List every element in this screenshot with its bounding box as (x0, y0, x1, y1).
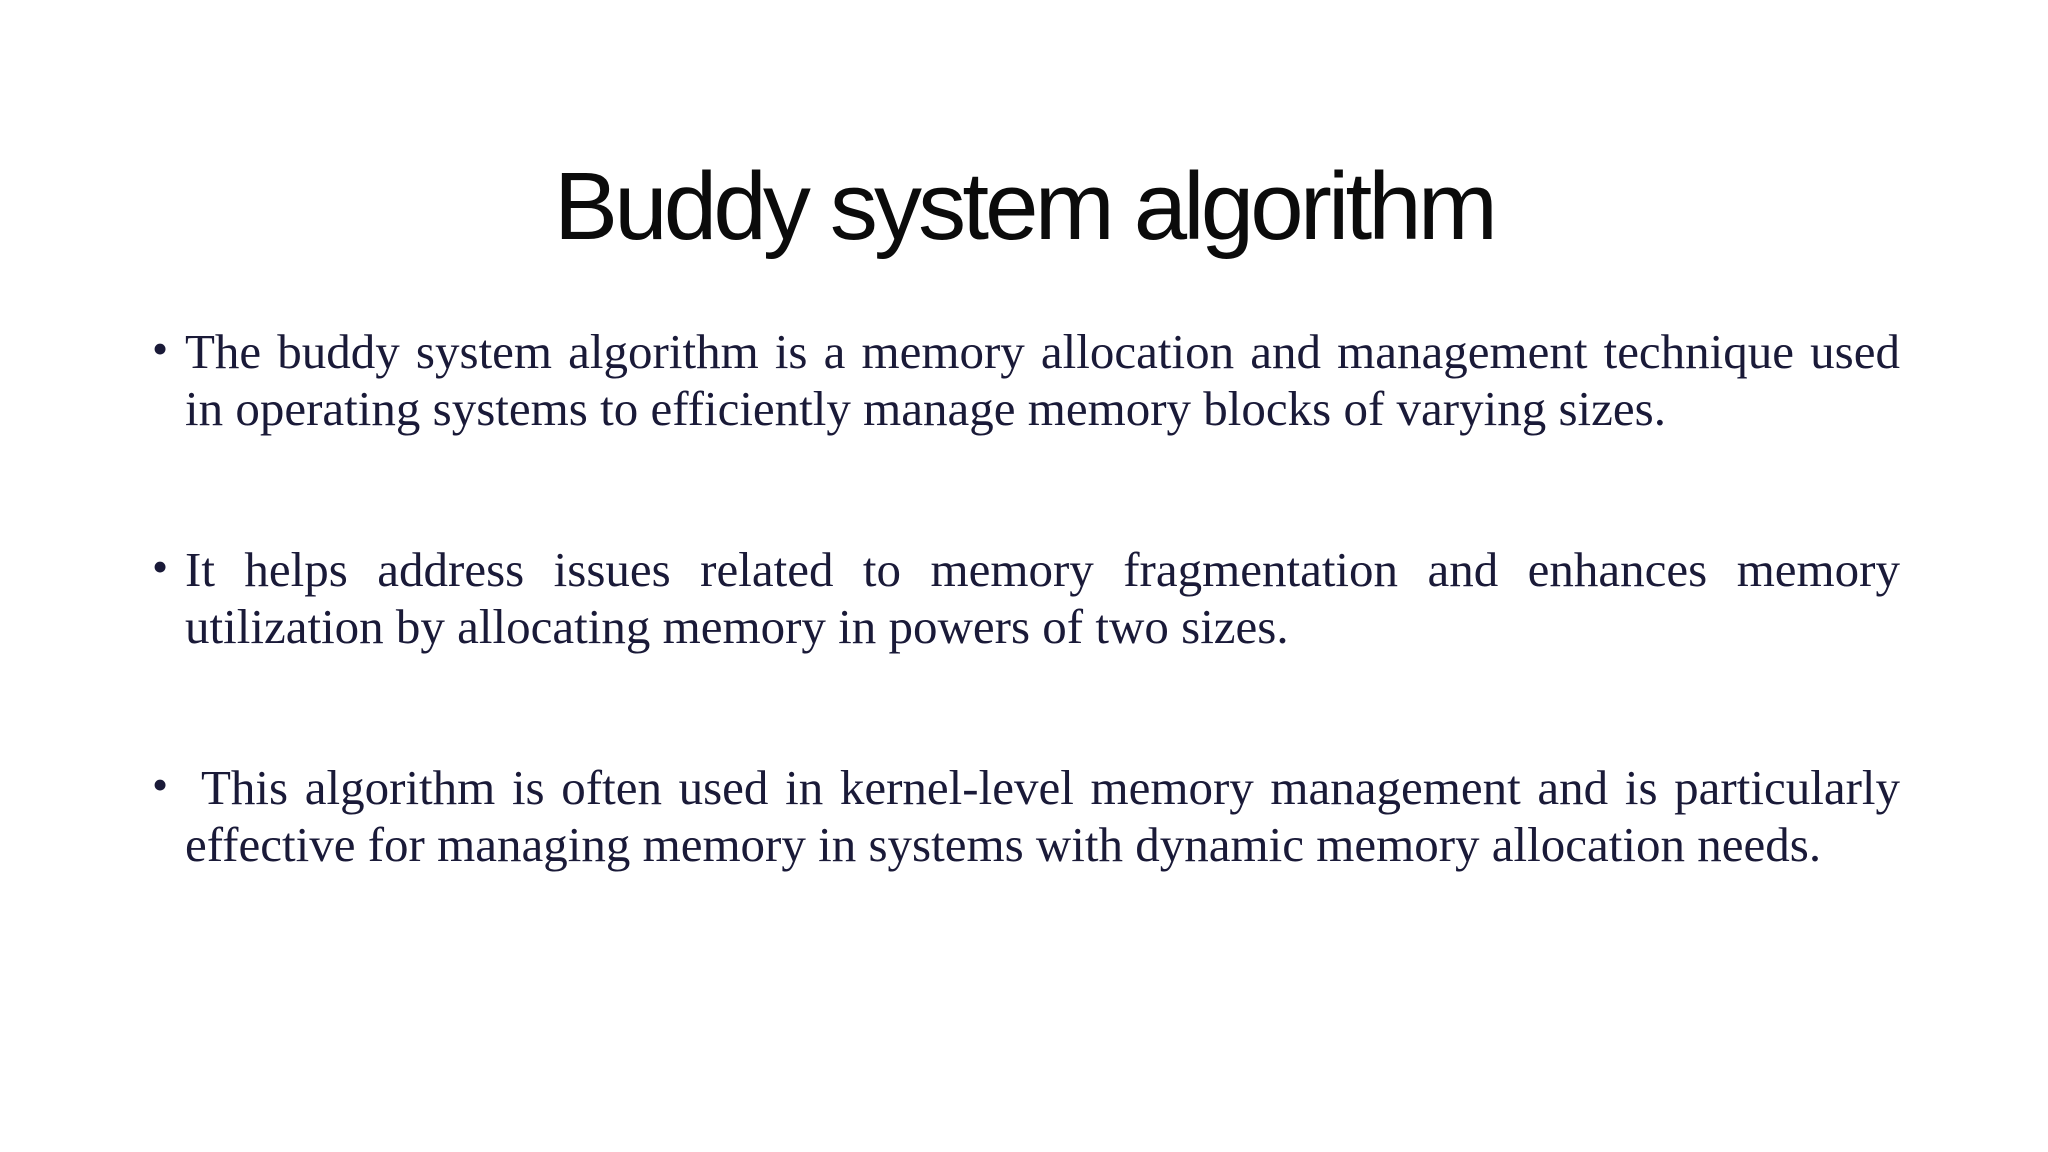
slide-title: Buddy system algorithm (554, 153, 1498, 261)
bullet-text: This algorithm is often used in kernel-l… (185, 760, 1900, 872)
bullet-item: • This algorithm is often used in kernel… (152, 759, 1900, 873)
bullet-icon: • (152, 323, 169, 374)
bullet-text: The buddy system algorithm is a memory a… (185, 324, 1900, 436)
bullet-text: It helps address issues related to memor… (185, 542, 1900, 654)
bullet-icon: • (152, 541, 169, 592)
bullet-icon: • (152, 759, 169, 810)
bullet-item: • It helps address issues related to mem… (152, 541, 1900, 655)
bullet-item: • The buddy system algorithm is a memory… (152, 323, 1900, 437)
bullet-list: • The buddy system algorithm is a memory… (152, 323, 1900, 873)
